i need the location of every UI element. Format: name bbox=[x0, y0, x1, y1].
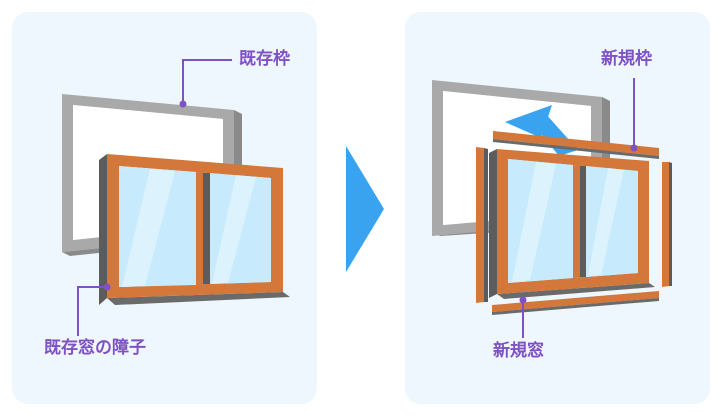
existing-window-leader bbox=[77, 286, 107, 336]
new-frame-pieces bbox=[476, 131, 672, 315]
new-frame-leader-dot bbox=[630, 144, 638, 152]
new-frame-label: 新規枠 bbox=[601, 49, 652, 69]
existing-window-leader-dot bbox=[103, 283, 111, 291]
existing-frame-leader bbox=[182, 59, 232, 104]
new-window-label: 新規窓 bbox=[493, 341, 544, 361]
new-window-sash bbox=[489, 149, 655, 299]
existing-frame-leader-dot bbox=[179, 100, 187, 108]
existing-frame-label: 既存枠 bbox=[239, 49, 290, 69]
new-window-leader-dot bbox=[519, 296, 527, 304]
existing-window-label: 既存窓の障子 bbox=[44, 338, 146, 358]
existing-window-sash bbox=[99, 154, 290, 305]
play-triangle-icon bbox=[346, 146, 384, 272]
